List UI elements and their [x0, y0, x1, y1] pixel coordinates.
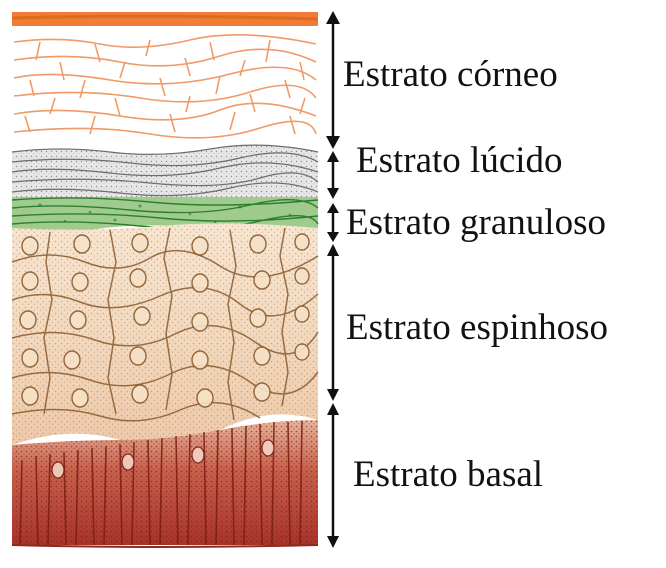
- arrow-granuloso: [327, 203, 339, 242]
- layer-arrows: [326, 11, 340, 548]
- arrow-corneo: [326, 11, 340, 149]
- arrow-espinhoso: [327, 244, 339, 401]
- layer-lucido: [12, 145, 318, 197]
- label-estrato-basal: Estrato basal: [353, 456, 543, 493]
- label-estrato-espinhoso: Estrato espinhoso: [346, 309, 608, 346]
- layer-basal: [12, 420, 318, 547]
- layer-espinhoso: [12, 223, 318, 445]
- layer-corneo: [12, 12, 318, 147]
- label-estrato-lucido: Estrato lúcido: [356, 142, 563, 179]
- label-estrato-corneo: Estrato córneo: [343, 56, 558, 93]
- label-estrato-granuloso: Estrato granuloso: [346, 204, 606, 241]
- arrow-basal: [327, 403, 339, 548]
- arrow-lucido: [327, 151, 339, 199]
